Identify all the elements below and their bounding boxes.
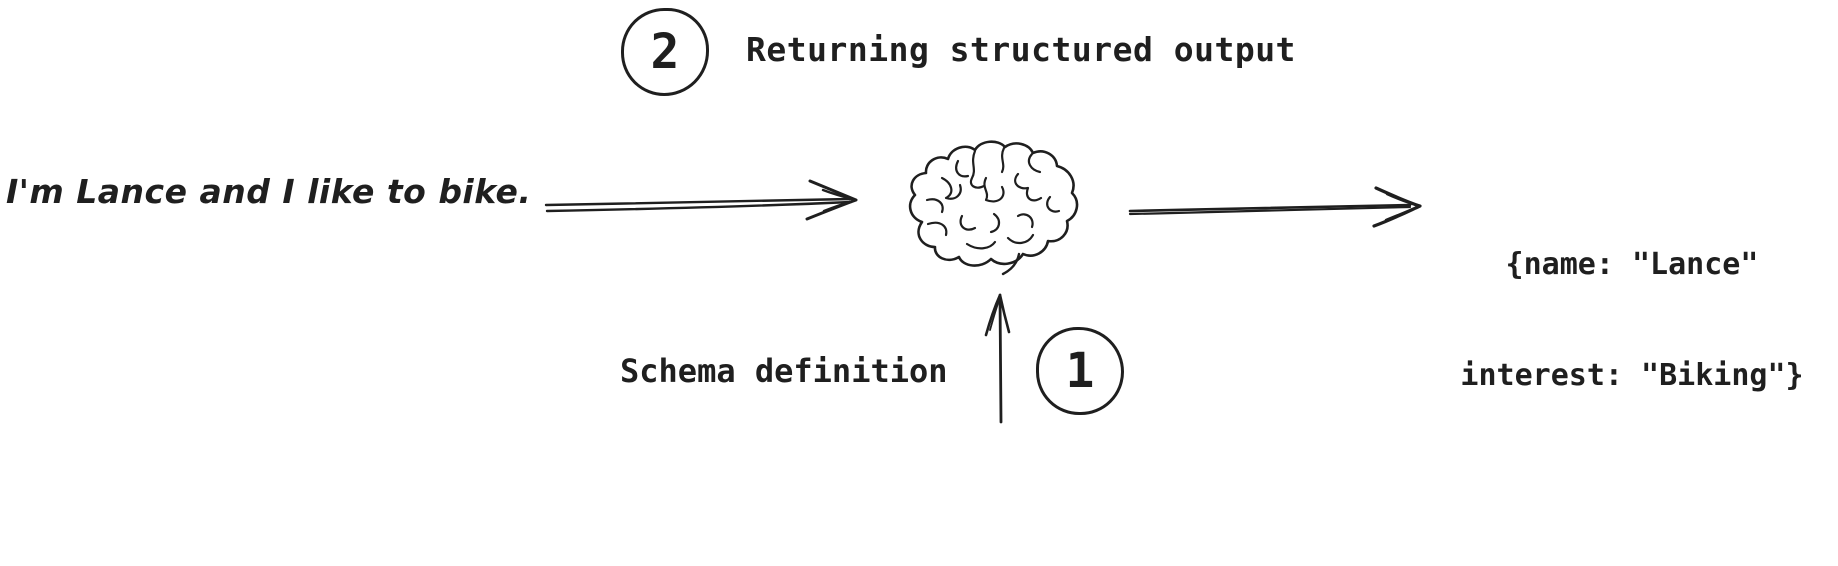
schema-definition-label: Schema definition — [620, 352, 948, 390]
input-message-text: I'm Lance and I like to bike. — [6, 172, 532, 211]
step-2-badge: 2 — [621, 8, 709, 96]
schema-json-line-1: {name: "Person's name" — [654, 561, 1196, 566]
step-2-number: 2 — [650, 24, 680, 80]
brain-icon — [898, 138, 1083, 278]
structured-output-json: {name: "Lance" interest: "Biking"} — [1460, 172, 1803, 468]
output-json-line-2: interest: "Biking"} — [1460, 358, 1804, 393]
schema-arrow — [976, 288, 1028, 426]
output-arrow — [1126, 180, 1426, 232]
diagram-title: Returning structured output — [746, 30, 1296, 69]
input-arrow — [540, 168, 862, 226]
step-1-badge: 1 — [1036, 327, 1124, 415]
step-1-number: 1 — [1065, 343, 1095, 399]
output-json-line-1: {name: "Lance" — [1505, 247, 1759, 282]
schema-definition-json: {name: "Person's name" interest: "Person… — [654, 481, 1196, 566]
